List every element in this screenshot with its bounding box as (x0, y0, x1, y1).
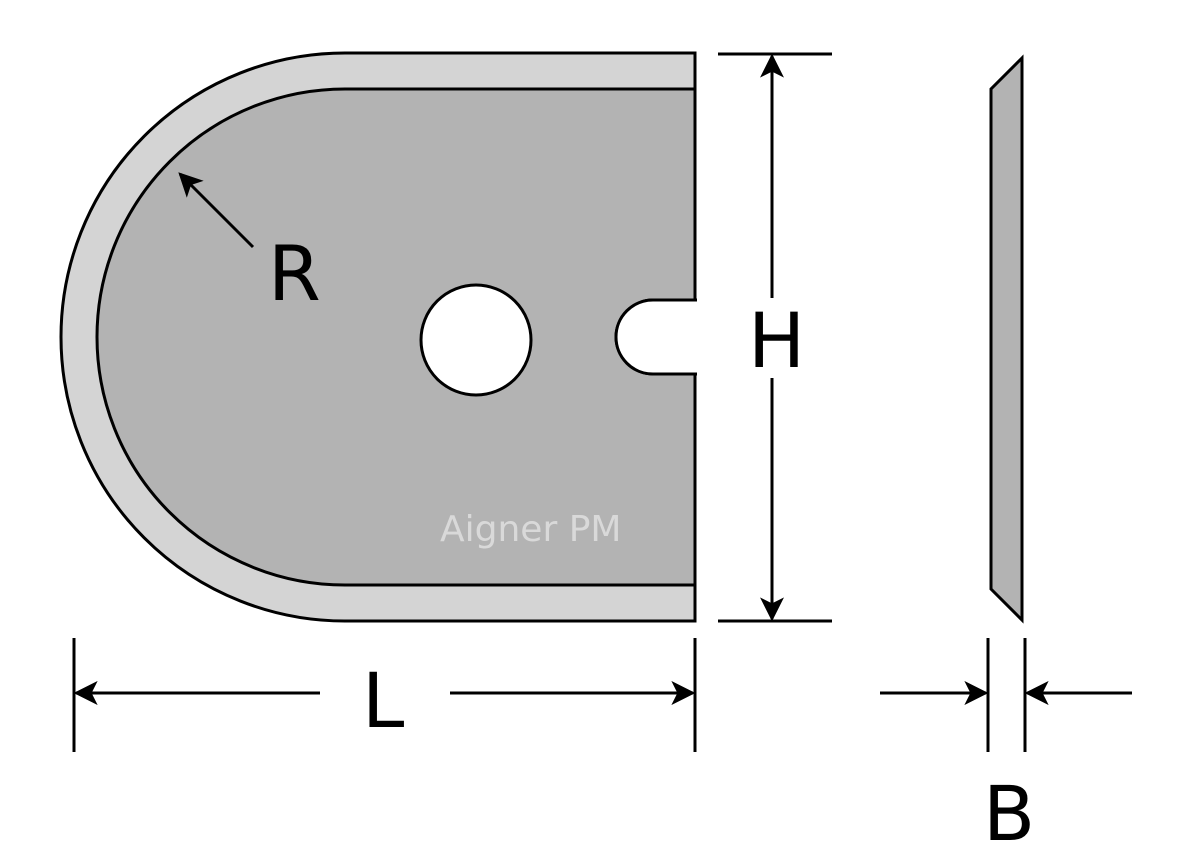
center-hole (419, 283, 533, 397)
blade-side-view (989, 54, 1024, 624)
radius-label: R (268, 229, 321, 318)
length-label: L (362, 656, 404, 745)
watermark: Aigner PM (440, 509, 621, 550)
radius-arrow (178, 172, 255, 249)
slot-cutout (616, 300, 698, 374)
height-label: H (748, 296, 805, 385)
thickness-label: B (983, 769, 1035, 858)
